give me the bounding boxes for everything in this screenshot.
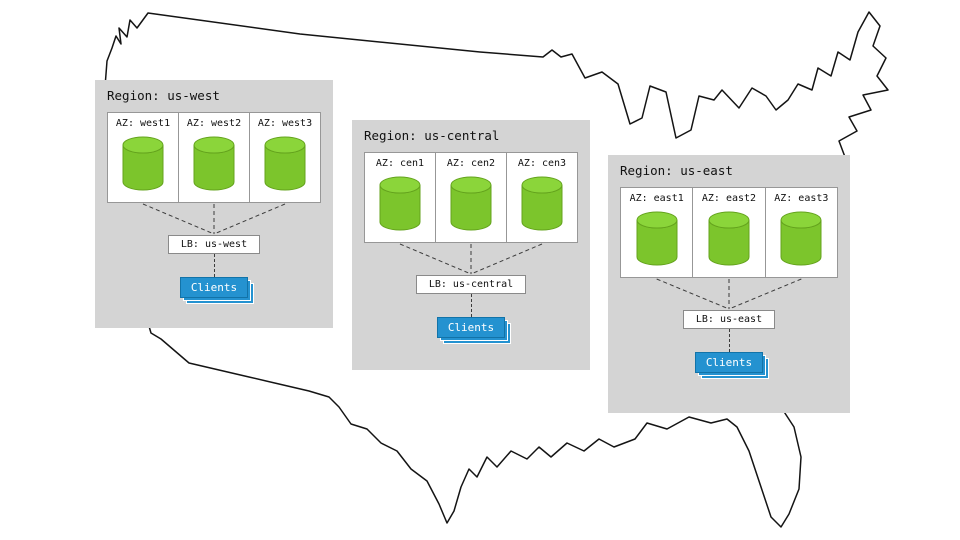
lb-connector-lines bbox=[656, 278, 802, 310]
az-label: AZ: west2 bbox=[186, 118, 242, 129]
region-us-west: Region: us-west AZ: west1 AZ: west2 AZ: … bbox=[95, 80, 333, 328]
az-column-west3: AZ: west3 bbox=[249, 113, 320, 202]
clients-box: Clients bbox=[436, 317, 506, 338]
az-column-east3: AZ: east3 bbox=[764, 188, 837, 277]
database-cylinder-icon bbox=[450, 176, 492, 231]
az-panel: AZ: cen1 AZ: cen2 AZ: cen3 bbox=[364, 152, 578, 243]
clients-stack: Clients bbox=[436, 317, 512, 344]
database-cylinder-icon bbox=[636, 211, 678, 266]
az-column-west2: AZ: west2 bbox=[178, 113, 249, 202]
az-column-cen2: AZ: cen2 bbox=[435, 153, 506, 242]
az-label: AZ: cen3 bbox=[517, 158, 567, 169]
region-title: Region: us-east bbox=[620, 163, 733, 178]
region-title: Region: us-west bbox=[107, 88, 220, 103]
az-label: AZ: east3 bbox=[774, 193, 829, 204]
az-column-cen1: AZ: cen1 bbox=[365, 153, 435, 242]
az-label: AZ: east2 bbox=[701, 193, 757, 204]
region-us-east: Region: us-east AZ: east1 AZ: east2 AZ: … bbox=[608, 155, 850, 413]
database-cylinder-icon bbox=[780, 211, 822, 266]
az-label: AZ: east1 bbox=[629, 193, 684, 204]
az-column-east2: AZ: east2 bbox=[692, 188, 764, 277]
load-balancer-box: LB: us-east bbox=[682, 310, 776, 329]
az-column-west1: AZ: west1 bbox=[108, 113, 178, 202]
load-balancer-box: LB: us-west bbox=[167, 235, 261, 254]
az-label: AZ: west1 bbox=[115, 118, 171, 129]
clients-box: Clients bbox=[694, 352, 764, 373]
database-cylinder-icon bbox=[193, 136, 235, 191]
database-cylinder-icon bbox=[264, 136, 306, 191]
database-cylinder-icon bbox=[708, 211, 750, 266]
az-label: AZ: cen1 bbox=[375, 158, 425, 169]
az-label: AZ: west3 bbox=[257, 118, 313, 129]
az-label: AZ: cen2 bbox=[446, 158, 496, 169]
az-panel: AZ: west1 AZ: west2 AZ: west3 bbox=[107, 112, 321, 203]
az-panel: AZ: east1 AZ: east2 AZ: east3 bbox=[620, 187, 838, 278]
region-title: Region: us-central bbox=[364, 128, 500, 143]
clients-box: Clients bbox=[179, 277, 249, 298]
clients-stack: Clients bbox=[179, 277, 255, 304]
load-balancer-box: LB: us-central bbox=[415, 275, 527, 294]
az-column-east1: AZ: east1 bbox=[621, 188, 692, 277]
database-cylinder-icon bbox=[521, 176, 563, 231]
clients-connector-line bbox=[213, 254, 215, 277]
clients-stack: Clients bbox=[694, 352, 770, 379]
region-us-central: Region: us-central AZ: cen1 AZ: cen2 AZ:… bbox=[352, 120, 590, 370]
clients-connector-line bbox=[470, 294, 472, 317]
lb-connector-lines bbox=[142, 203, 286, 235]
lb-connector-lines bbox=[399, 243, 543, 275]
az-column-cen3: AZ: cen3 bbox=[506, 153, 577, 242]
clients-connector-line bbox=[728, 329, 730, 352]
database-cylinder-icon bbox=[379, 176, 421, 231]
database-cylinder-icon bbox=[122, 136, 164, 191]
